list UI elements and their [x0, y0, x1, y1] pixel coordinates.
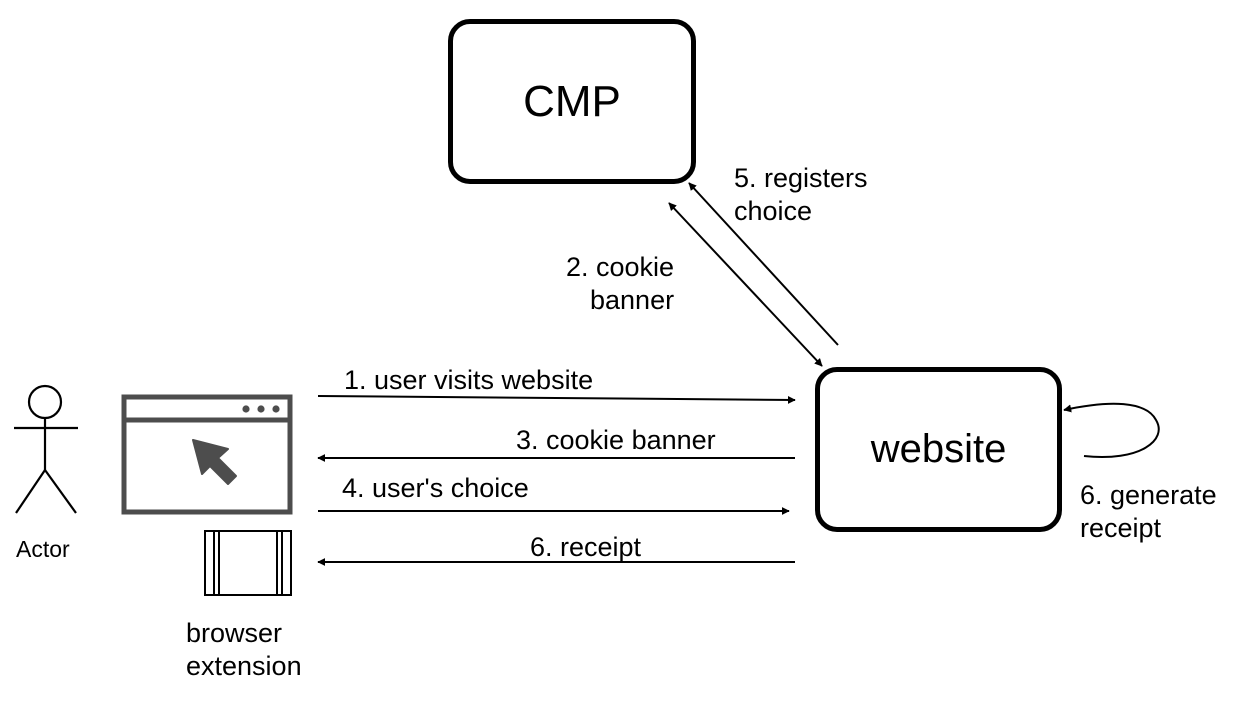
cursor-arrow-icon	[192, 439, 237, 485]
browser-extension-label: browser extension	[186, 617, 302, 683]
step2-label-line2: banner	[590, 285, 675, 315]
step3-label: 3. cookie banner	[516, 425, 716, 455]
step5-label-line1: 5. registers	[734, 163, 868, 193]
step5-label-line2: choice	[734, 196, 813, 226]
extension-panel-icon	[204, 530, 292, 596]
actor-icon	[14, 384, 78, 514]
step6-generate-label: 6. generate receipt	[1080, 479, 1217, 545]
step2-label-line1: 2. cookie	[566, 252, 675, 282]
arrow-step6-self-loop	[1063, 402, 1160, 458]
browser-extension-label-line2: extension	[186, 651, 302, 681]
browser-extension-label-line1: browser	[186, 618, 283, 648]
step4-label: 4. user's choice	[342, 473, 529, 503]
arrow-step1	[317, 395, 796, 404]
arrow-step5	[688, 182, 839, 346]
step6-receipt-label: 6. receipt	[530, 532, 642, 562]
step2-label: 2. cookie banner	[566, 251, 674, 317]
actor-label: Actor	[16, 536, 70, 562]
website-label: website	[870, 427, 1007, 471]
step6-generate-label-line1: 6. generate	[1080, 480, 1217, 510]
step6-generate-label-line2: receipt	[1080, 513, 1162, 543]
arrow-step2	[668, 202, 823, 367]
step5-label: 5. registers choice	[734, 162, 868, 228]
cmp-label: CMP	[523, 76, 621, 126]
step1-label: 1. user visits website	[344, 365, 594, 395]
website-box: website	[815, 367, 1062, 532]
cmp-box: CMP	[448, 19, 696, 184]
